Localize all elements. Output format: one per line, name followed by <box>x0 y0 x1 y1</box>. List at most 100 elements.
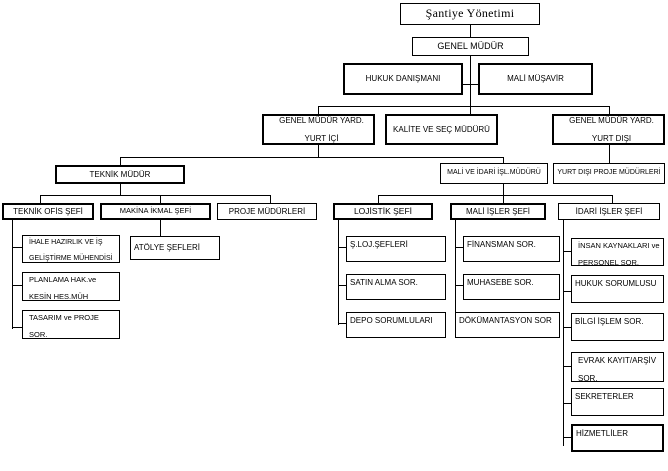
node-teknik-ofis-sefi-label: TEKNİK OFİS ŞEFİ <box>13 206 83 216</box>
node-yurt-disi-proje-mudurleri[interactable]: YURT DIŞI PROJE MÜDÜRLERİ <box>553 163 665 184</box>
connector-bus-to-teknik-ofis <box>40 195 41 203</box>
spine-lojistik <box>338 219 339 325</box>
node-idari-isler-sefi-label: İDARİ İŞLER ŞEFİ <box>575 206 643 216</box>
node-s-loj-sefleri-label: Ş.LOJ.ŞEFLERİ <box>350 240 408 249</box>
node-makina-ikmal-sefi-label: MAKİNA İKMAL ŞEFİ <box>119 206 192 216</box>
spine-teknik-ofis <box>12 219 13 329</box>
node-satin-alma-sor[interactable]: SATIN ALMA SOR. <box>346 274 446 300</box>
connector-bus-to-kalite <box>470 106 471 114</box>
node-hizmetliler-label: HİZMETLİLER <box>576 429 629 438</box>
connector-tier3-bus <box>318 106 610 107</box>
node-hukuk-danismani-label: HUKUK DANIŞMANI <box>365 74 441 84</box>
connector-yurtici-bus <box>120 157 503 158</box>
node-lojistik-sefi-label: LOJİSTİK ŞEFİ <box>353 205 413 216</box>
connector-root-to-gm <box>470 25 471 37</box>
node-mali-isler-sefi[interactable]: MALİ İŞLER ŞEFİ <box>450 203 546 220</box>
node-tasarim-proje[interactable]: TASARIM ve PROJE SOR. <box>22 310 120 339</box>
node-gmy-yurt-disi-label: GENEL MÜDÜR YARD. YURT DIŞI <box>569 115 654 144</box>
node-hukuk-sorumlusu[interactable]: HUKUK SORUMLUSU <box>571 275 664 303</box>
node-finansman-sor[interactable]: FİNANSMAN SOR. <box>463 236 560 262</box>
node-satin-alma-sor-label: SATIN ALMA SOR. <box>350 278 418 287</box>
node-gmy-yurt-ici[interactable]: GENEL MÜDÜR YARD. YURT İÇİ <box>262 114 375 145</box>
stub-planlama <box>12 285 22 286</box>
node-genel-mudur[interactable]: GENEL MÜDÜR <box>412 37 529 56</box>
connector-bus-to-teknik-mudur <box>120 157 121 165</box>
node-evrak-kayit-arsiv-label: EVRAK KAYIT/ARŞİV SOR. <box>578 356 657 384</box>
node-dokumantasyon-sor-label: DÖKÜMANTASYON SOR <box>459 316 552 325</box>
stub-hukuk-sorumlusu <box>563 291 571 292</box>
node-sekreterler-label: SEKRETERLER <box>575 392 634 401</box>
node-hukuk-sorumlusu-label: HUKUK SORUMLUSU <box>575 279 657 288</box>
node-insan-kaynaklari[interactable]: İNSAN KAYNAKLARI ve PERSONEL SOR. <box>571 238 664 268</box>
node-mali-idari-isl-muduru-label: MALİ VE İDARİ İŞL.MÜDÜRÜ <box>447 169 541 177</box>
connector-teknik-bus <box>40 195 270 196</box>
node-makina-ikmal-sefi[interactable]: MAKİNA İKMAL ŞEFİ <box>100 203 211 220</box>
node-lojistik-sefi[interactable]: LOJİSTİK ŞEFİ <box>333 203 433 220</box>
node-teknik-mudur[interactable]: TEKNİK MÜDÜR <box>55 165 185 184</box>
node-muhasebe-sor[interactable]: MUHASEBE SOR. <box>463 274 560 300</box>
node-proje-mudurleri[interactable]: PROJE MÜDÜRLERİ <box>217 203 317 220</box>
connector-bus-to-proje-mudurleri <box>270 195 271 203</box>
stub-satin-alma <box>338 285 346 286</box>
connector-mali-musavir-stub <box>470 84 478 85</box>
node-mali-isler-sefi-label: MALİ İŞLER ŞEFİ <box>465 206 531 216</box>
node-sekreterler[interactable]: SEKRETERLER <box>571 388 664 416</box>
node-hukuk-danismani[interactable]: HUKUK DANIŞMANI <box>343 63 463 95</box>
node-root[interactable]: Şantiye Yönetimi <box>400 3 540 25</box>
node-idari-isler-sefi[interactable]: İDARİ İŞLER ŞEFİ <box>558 203 660 220</box>
node-ihale-hazirlik-label: İHALE HAZIRLIK VE İŞ GELİŞTİRME MÜHENDİS… <box>29 239 113 263</box>
node-tasarim-proje-label: TASARIM ve PROJE SOR. <box>29 313 99 340</box>
node-bilgi-islem-sor-label: BİLGİ İŞLEM SOR. <box>575 317 644 326</box>
node-genel-mudur-label: GENEL MÜDÜR <box>437 41 504 52</box>
node-dokumantasyon-sor[interactable]: DÖKÜMANTASYON SOR <box>455 312 560 338</box>
stub-s-loj <box>338 247 346 248</box>
connector-bus-to-idari-isler <box>612 195 613 203</box>
stub-sekreterler <box>563 403 571 404</box>
node-mali-idari-isl-muduru[interactable]: MALİ VE İDARİ İŞL.MÜDÜRÜ <box>440 163 548 184</box>
node-mali-musavir[interactable]: MALİ MÜŞAVİR <box>478 63 593 95</box>
node-kalite-sec-muduru[interactable]: KALİTE VE SEÇ MÜDÜRÜ <box>385 114 498 145</box>
node-gmy-yurt-ici-label: GENEL MÜDÜR YARD. YURT İÇİ <box>279 115 364 144</box>
node-bilgi-islem-sor[interactable]: BİLGİ İŞLEM SOR. <box>571 313 664 341</box>
node-kalite-sec-muduru-label: KALİTE VE SEÇ MÜDÜRÜ <box>393 124 490 134</box>
node-teknik-mudur-label: TEKNİK MÜDÜR <box>89 169 151 179</box>
node-yurt-disi-proje-mudurleri-label: YURT DIŞI PROJE MÜDÜRLERİ <box>557 169 661 177</box>
stub-ihale <box>12 247 22 248</box>
stub-bilgi-islem <box>563 327 571 328</box>
node-ihale-hazirlik[interactable]: İHALE HAZIRLIK VE İŞ GELİŞTİRME MÜHENDİS… <box>22 235 120 263</box>
connector-bus-to-mali-idari <box>503 157 504 165</box>
spine-idari-isler <box>563 219 564 446</box>
node-atolye-sefleri[interactable]: ATÖLYE ŞEFLERİ <box>130 236 220 260</box>
stub-hizmetliler <box>563 437 571 438</box>
node-root-label: Şantiye Yönetimi <box>425 6 515 21</box>
connector-bus-to-makina <box>160 195 161 203</box>
node-gmy-yurt-disi[interactable]: GENEL MÜDÜR YARD. YURT DIŞI <box>552 114 665 145</box>
node-atolye-sefleri-label: ATÖLYE ŞEFLERİ <box>134 243 200 253</box>
connector-bus-to-gmy-yurtici <box>318 106 319 114</box>
stub-finansman <box>455 247 463 248</box>
stub-insan-kaynaklari <box>563 251 571 252</box>
node-muhasebe-sor-label: MUHASEBE SOR. <box>467 278 534 287</box>
node-s-loj-sefleri[interactable]: Ş.LOJ.ŞEFLERİ <box>346 236 446 262</box>
node-evrak-kayit-arsiv[interactable]: EVRAK KAYIT/ARŞİV SOR. <box>571 352 664 384</box>
connector-teknik-drop <box>120 184 121 195</box>
node-planlama-hakedis[interactable]: PLANLAMA HAK.ve KESİN HES.MÜH <box>22 272 120 301</box>
node-depo-sorumlulari[interactable]: DEPO SORUMLULARI <box>346 312 446 338</box>
stub-tasarim <box>12 327 22 328</box>
connector-gm-trunk <box>470 56 471 106</box>
connector-mali-idari-bus <box>378 195 612 196</box>
node-mali-musavir-label: MALİ MÜŞAVİR <box>507 74 564 84</box>
connector-makina-to-atolye <box>160 219 161 236</box>
node-proje-mudurleri-label: PROJE MÜDÜRLERİ <box>228 206 306 216</box>
connector-mali-idari-drop <box>503 184 504 195</box>
node-hizmetliler[interactable]: HİZMETLİLER <box>571 424 664 452</box>
node-teknik-ofis-sefi[interactable]: TEKNİK OFİS ŞEFİ <box>2 203 94 220</box>
stub-depo <box>338 323 346 324</box>
connector-bus-to-mali-isler <box>503 195 504 203</box>
connector-bus-to-lojistik <box>378 195 379 203</box>
node-planlama-hakedis-label: PLANLAMA HAK.ve KESİN HES.MÜH <box>29 275 97 302</box>
node-insan-kaynaklari-label: İNSAN KAYNAKLARI ve PERSONEL SOR. <box>578 241 660 268</box>
connector-yurtici-drop <box>318 145 319 157</box>
node-finansman-sor-label: FİNANSMAN SOR. <box>467 240 536 249</box>
connector-yurtdisi-drop <box>609 145 610 165</box>
